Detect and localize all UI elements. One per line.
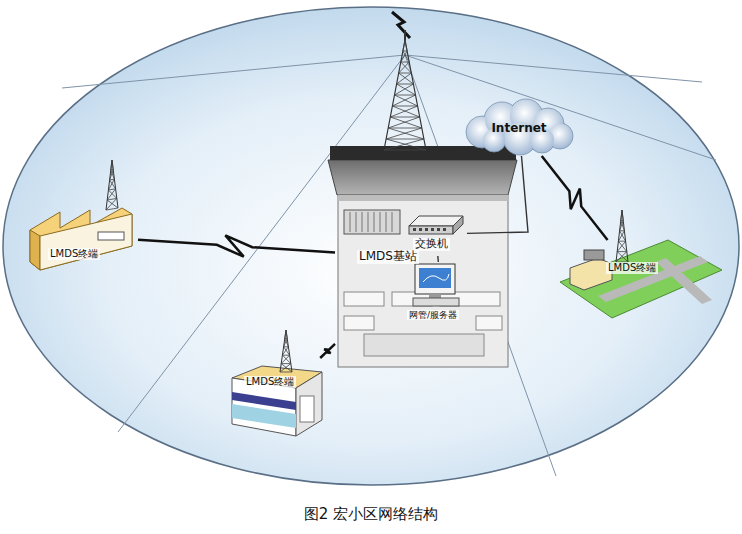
- base-tower: [384, 30, 426, 150]
- tower-lattice: [106, 160, 118, 210]
- cable-line: [467, 156, 528, 233]
- terminal-office: [232, 330, 322, 436]
- lmds-terminal: LMDS终端: [228, 358, 326, 440]
- tower-lattice: [280, 330, 292, 372]
- lmds-terminal: LMDS终端: [26, 198, 138, 274]
- lmds-terminal: LMDS终端: [560, 240, 710, 310]
- terminal-factory: [30, 160, 132, 270]
- base-station: 交换机网管/服务器 LMDS基站: [335, 150, 515, 367]
- node-label: LMDS终端: [244, 376, 296, 388]
- lightning-symbol: [392, 12, 410, 38]
- node-label: LMDS终端: [48, 248, 100, 260]
- cell-ellipse: [3, 7, 739, 485]
- tower-lattice: [616, 210, 628, 262]
- internet-cloud: Internet: [460, 98, 578, 156]
- node-label: Internet: [489, 122, 548, 136]
- node-label: 网管/服务器: [407, 310, 459, 320]
- figure-caption: 图2 宏小区网络结构: [0, 505, 742, 524]
- wireless-link: [138, 235, 335, 256]
- tower-lattice: [384, 40, 426, 150]
- sector-lines: [62, 55, 716, 476]
- terminal-campus: [560, 210, 722, 318]
- wireless-link: [320, 344, 335, 358]
- cable-line: [437, 256, 439, 262]
- wireless-link: [542, 156, 608, 240]
- node-label: 交换机: [413, 238, 450, 251]
- node-label: LMDS基站: [357, 250, 419, 264]
- server-box: 网管/服务器: [401, 262, 481, 326]
- node-label: LMDS终端: [606, 262, 658, 274]
- base-station-building: [328, 146, 517, 367]
